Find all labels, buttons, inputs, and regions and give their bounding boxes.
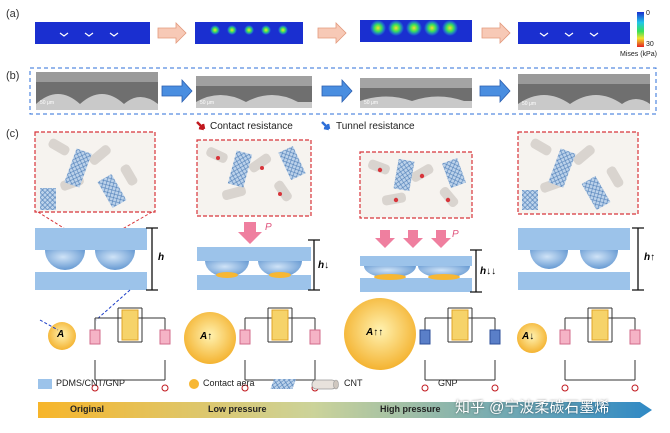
contact-area-label-1: A (57, 329, 65, 340)
sem-scale-1: 50 μm (40, 100, 54, 106)
arrow-b-3 (479, 78, 511, 104)
arrow-b-2 (321, 78, 353, 104)
sandwich-4 (518, 227, 644, 291)
sem-scale-4: 50 μm (522, 101, 536, 107)
fem-frame-1 (35, 22, 150, 44)
sem-image-1 (36, 72, 158, 110)
sem-image-4 (518, 74, 650, 110)
pressure-arrow-low (238, 222, 262, 244)
sandwich-2 (197, 239, 320, 291)
row-b-sem (29, 67, 657, 115)
inset-3 (359, 151, 473, 219)
arrow-b-1 (161, 78, 193, 104)
circuit-3 (419, 307, 501, 392)
pressure-progress-bar (38, 402, 652, 418)
colorbar (637, 12, 644, 47)
tunnel-resistance-label: Tunnel resistance (336, 121, 415, 132)
arrow-a-2 (317, 22, 347, 44)
colorbar-min-label: 30 (646, 41, 654, 48)
contact-area-label-3: A↑↑ (366, 327, 384, 338)
legend-cnt-label: CNT (344, 378, 363, 388)
panel-label-c: (c) (6, 128, 19, 140)
height-label-4: h↑ (644, 252, 656, 263)
contact-area-2 (184, 312, 236, 364)
sandwich-1 (35, 227, 158, 291)
contact-area-label-4: A↓ (522, 331, 535, 342)
fem-frame-4 (518, 22, 630, 44)
sem-image-3 (360, 78, 472, 108)
tunnel-resistance-arrow-icon (321, 121, 331, 131)
panel-label-b: (b) (6, 70, 20, 82)
legend-contact-label: Contact aera (203, 378, 255, 388)
legend-pdms-label: PDMS/CNT/GNP (56, 378, 126, 388)
arrow-a-1 (157, 22, 187, 44)
stage-low-pressure: Low pressure (208, 404, 267, 414)
contact-area-label-2: A↑ (200, 331, 213, 342)
inset-4 (517, 131, 639, 215)
force-label-high: P (452, 229, 459, 240)
watermark: 知乎 @宁波柔碳石墨烯 (455, 399, 610, 416)
sem-scale-3: 50 μm (364, 100, 378, 106)
contact-area-1 (48, 322, 76, 350)
contact-area-4 (517, 323, 547, 353)
stage-high-pressure: High pressure (380, 404, 441, 414)
contact-area-3 (344, 298, 416, 370)
pdms-swatch-icon (38, 379, 52, 389)
sem-scale-2: 50 μm (200, 100, 214, 106)
height-label-1: h (158, 252, 165, 263)
fem-frame-3 (360, 20, 472, 42)
sandwich-3 (360, 249, 482, 293)
legend-gnp-label: GNP (438, 378, 458, 388)
sem-image-2 (196, 76, 312, 108)
contact-area-swatch-icon (189, 379, 199, 389)
microstructure-insets (34, 131, 639, 247)
colorbar-unit-label: Mises (kPa) (620, 51, 657, 58)
colorbar-max-label: 0 (646, 10, 650, 17)
inset-1 (34, 131, 156, 213)
circuit-2 (239, 307, 321, 392)
arrow-a-3 (481, 22, 511, 44)
panel-label-a: (a) (6, 8, 20, 20)
stage-original: Original (70, 404, 105, 414)
inset-2 (196, 139, 312, 217)
height-label-2: h↓ (318, 260, 330, 271)
fem-frame-2 (195, 22, 303, 44)
row-a-simulation (35, 12, 644, 47)
circuit-1 (89, 307, 171, 392)
gnp-sheet-icon (270, 379, 297, 389)
height-label-3: h↓↓ (480, 266, 497, 277)
circuit-4 (559, 307, 641, 392)
force-label-low: P (265, 222, 272, 233)
contact-resistance-arrow-icon (196, 121, 206, 131)
pressure-arrows-high (375, 230, 451, 248)
cnt-tube-icon (311, 379, 339, 390)
contact-resistance-label: Contact resistance (210, 121, 293, 132)
